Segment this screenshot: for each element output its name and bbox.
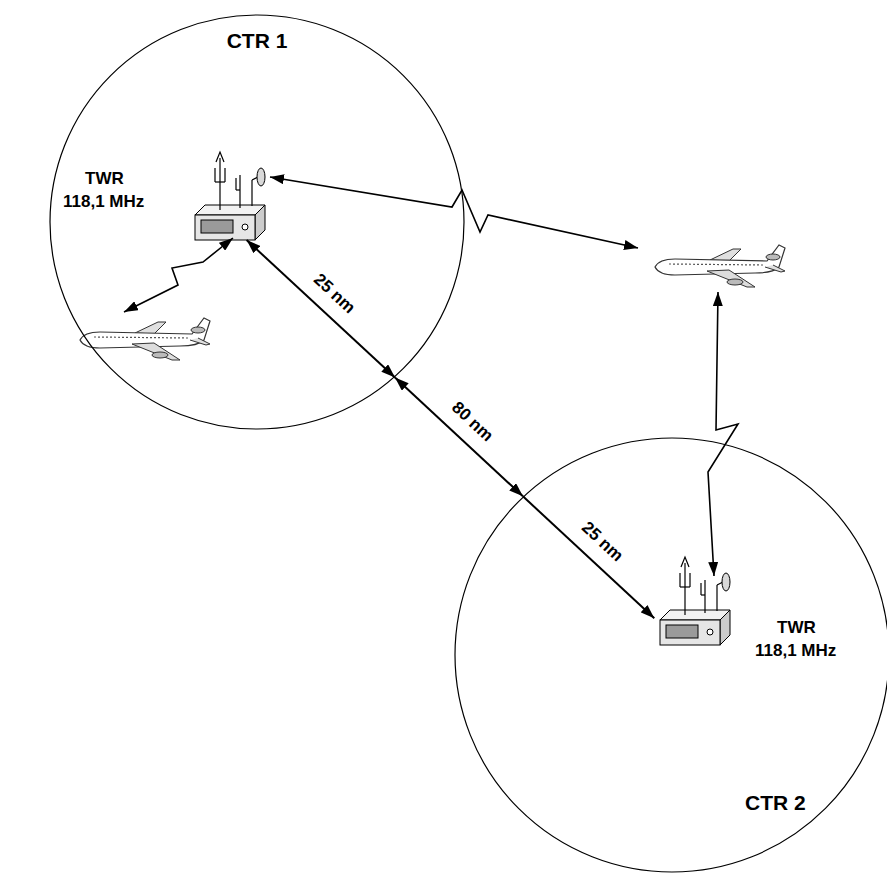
tower-label-box: TWR 118,1 MHz: [63, 168, 151, 214]
zone-name: CTR 2: [745, 790, 806, 815]
aircraft-icon: [80, 318, 210, 360]
distance-label: 80 nm: [446, 396, 499, 447]
aircraft-icon: [655, 245, 785, 287]
radio-tower-icon: [195, 152, 265, 240]
zone-name: CTR 1: [227, 28, 288, 53]
distance-label: 25 nm: [308, 269, 361, 320]
tower-label-box: TWR 118,1 MHz: [755, 617, 843, 663]
radio-tower-icon: [660, 557, 730, 645]
circle-outline: [50, 15, 464, 429]
control-zone-circle: CTR 2 TWR 118,1 MHz: [454, 437, 887, 873]
control-zone-circle: CTR 1 TWR 118,1 MHz: [49, 14, 465, 430]
radio-link: [708, 292, 738, 576]
circle-outline: [455, 438, 887, 872]
distance-label: 25 nm: [576, 516, 629, 567]
tower-label: TWR 118,1 MHz: [755, 617, 843, 663]
radio-link: [124, 238, 233, 312]
tower-label: TWR 118,1 MHz: [63, 168, 151, 214]
radio-link: [270, 177, 638, 248]
circle-outline: [49, 14, 465, 430]
distance-arrow: [523, 496, 654, 618]
distance-arrow: [247, 240, 395, 378]
distance-arrow: [395, 378, 523, 497]
